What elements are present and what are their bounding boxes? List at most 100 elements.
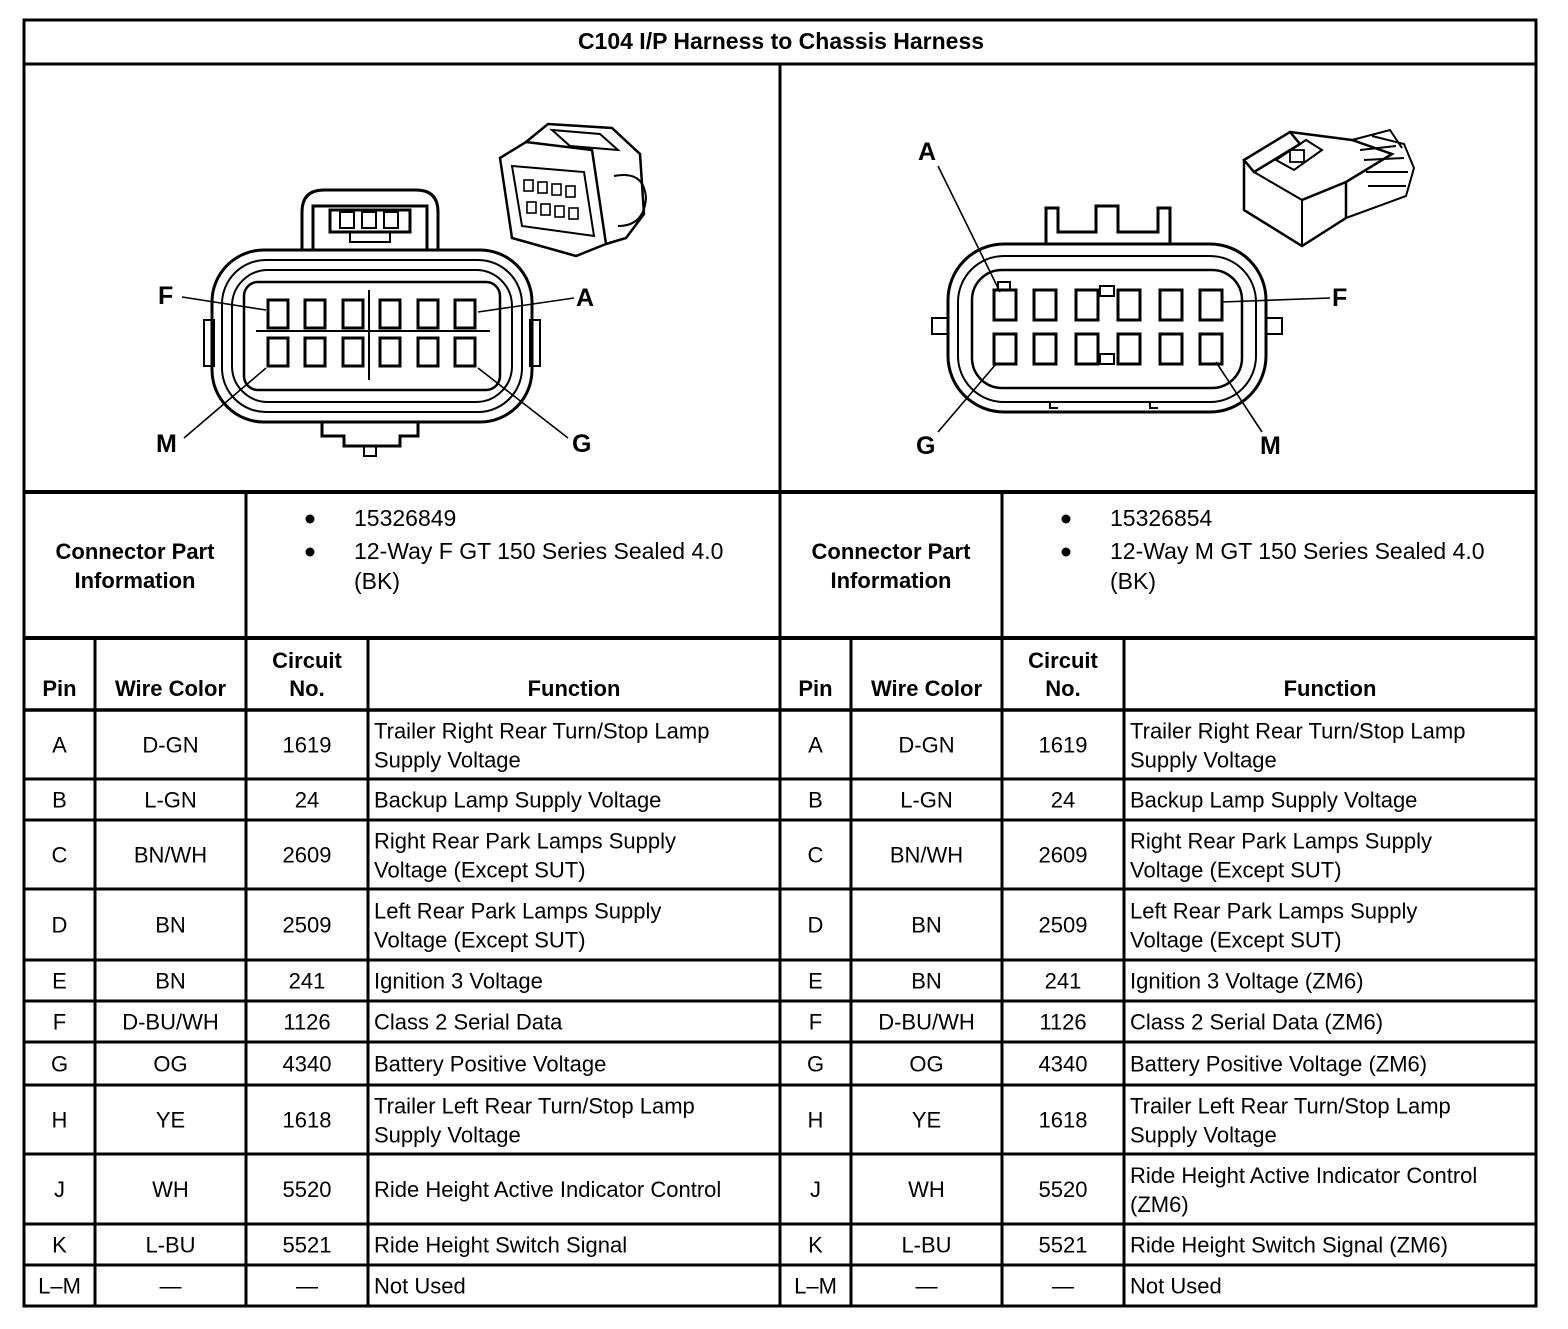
left-row-2-circuit: 2609: [283, 843, 332, 868]
left-row-7-pin: H: [52, 1108, 68, 1133]
right-connector-face: [931, 204, 1283, 414]
left-row-8-pin: J: [54, 1177, 65, 1202]
right-row-0-function-line2: Supply Voltage: [1130, 748, 1277, 773]
right-callout-bottom-left: G: [916, 432, 935, 460]
right-row-9-circuit: 5521: [1039, 1233, 1088, 1258]
left-row-8-function-line1: Ride Height Active Indicator Control: [374, 1177, 721, 1202]
right-row-5-pin: F: [809, 1010, 822, 1035]
left-pin-cavity-r1-c3: [341, 298, 365, 330]
left-row-5-pin: F: [53, 1010, 66, 1035]
right-row-3-function-line1: Left Rear Park Lamps Supply: [1130, 899, 1417, 924]
right-row-7-pin: H: [808, 1108, 824, 1133]
left-row-5-wire-color: D-BU/WH: [122, 1010, 219, 1035]
left-callout-lines: [181, 296, 575, 439]
right-row-2-function-line1: Right Rear Park Lamps Supply: [1130, 829, 1432, 854]
left-pin-cavity-r2-c2: [303, 336, 327, 368]
left-callout-bottom-left: M: [156, 430, 177, 458]
right-part-info-bullet-1: [1061, 514, 1071, 524]
right-pin-cavity-r2-c2: [1032, 332, 1058, 366]
right-row-6-function-line1: Battery Positive Voltage (ZM6): [1130, 1052, 1427, 1077]
left-row-1-function-line1: Backup Lamp Supply Voltage: [374, 788, 661, 813]
right-row-2-circuit: 2609: [1039, 843, 1088, 868]
right-row-9-function-line1: Ride Height Switch Signal (ZM6): [1130, 1233, 1448, 1258]
right-row-10-circuit: —: [1052, 1274, 1074, 1299]
left-row-2-function-line2: Voltage (Except SUT): [374, 858, 586, 883]
left-row-2-wire-color: BN/WH: [134, 843, 207, 868]
left-row-6-wire-color: OG: [153, 1052, 187, 1077]
left-pin-cavity-r1-c6: [453, 298, 477, 330]
right-pin-cavities: [992, 288, 1224, 366]
left-pin-cavity-r2-c6: [453, 336, 477, 368]
left-row-5-circuit: 1126: [283, 1010, 330, 1035]
left-row-7-wire-color: YE: [156, 1108, 185, 1133]
left-pin-cavity-r2-c3: [341, 336, 365, 368]
left-row-4-pin: E: [52, 969, 67, 994]
left-row-4-function-line1: Ignition 3 Voltage: [374, 969, 543, 994]
right-header-circuit-line2: No.: [1045, 676, 1080, 701]
right-row-7-wire-color: YE: [912, 1108, 941, 1133]
left-row-4-circuit: 241: [289, 969, 326, 994]
right-callout-top-left: A: [918, 138, 936, 166]
left-connector-iso-image: [498, 122, 648, 258]
right-row-5-function-line1: Class 2 Serial Data (ZM6): [1130, 1010, 1383, 1035]
right-pin-cavity-r2-c3: [1074, 332, 1100, 366]
right-row-10-wire-color: —: [916, 1274, 938, 1299]
right-header-pin: Pin: [798, 676, 832, 701]
left-callout-bottom-right: G: [572, 430, 591, 458]
left-pin-cavity-r1-c4: [378, 298, 402, 330]
right-header-circuit-line1: Circuit: [1028, 648, 1098, 673]
left-row-1-pin: B: [52, 788, 67, 813]
left-part-description: 12-Way F GT 150 Series Sealed 4.0: [354, 538, 723, 564]
left-part-info-bullet-1: [305, 514, 315, 524]
right-row-0-wire-color: D-GN: [898, 733, 954, 758]
right-connector-iso-image: [1242, 128, 1416, 248]
left-row-8-circuit: 5520: [283, 1177, 332, 1202]
right-row-10-function-line1: Not Used: [1130, 1274, 1222, 1299]
left-row-6-pin: G: [51, 1052, 68, 1077]
right-row-4-circuit: 241: [1045, 969, 1082, 994]
right-row-0-circuit: 1619: [1039, 733, 1088, 758]
right-row-6-wire-color: OG: [909, 1052, 943, 1077]
right-pin-cavity-r1-c5: [1158, 288, 1184, 322]
left-header-wire-color: Wire Color: [115, 676, 226, 701]
right-row-5-wire-color: D-BU/WH: [878, 1010, 975, 1035]
right-row-5-circuit: 1126: [1039, 1010, 1086, 1035]
right-pin-cavity-r2-c4: [1116, 332, 1142, 366]
right-callout-bottom-right: M: [1260, 432, 1281, 460]
left-row-3-wire-color: BN: [155, 913, 186, 938]
left-header-pin: Pin: [42, 676, 76, 701]
left-part-number: 15326849: [354, 505, 456, 531]
right-row-0-function-line1: Trailer Right Rear Turn/Stop Lamp: [1130, 719, 1465, 744]
left-row-9-circuit: 5521: [283, 1233, 332, 1258]
left-part-info-bullet-2: [305, 547, 315, 557]
right-part-info-bullet-2: [1061, 547, 1071, 557]
left-row-10-wire-color: —: [160, 1274, 182, 1299]
left-connector-face: [203, 188, 541, 457]
left-row-1-circuit: 24: [295, 788, 319, 813]
right-row-8-wire-color: WH: [908, 1177, 945, 1202]
left-row-7-circuit: 1618: [283, 1108, 332, 1133]
right-part-number: 15326854: [1110, 505, 1213, 531]
left-pin-cavity-r2-c1: [266, 336, 290, 368]
right-row-1-function-line1: Backup Lamp Supply Voltage: [1130, 788, 1417, 813]
left-row-0-function-line2: Supply Voltage: [374, 748, 521, 773]
right-row-4-function-line1: Ignition 3 Voltage (ZM6): [1130, 969, 1364, 994]
right-row-8-circuit: 5520: [1039, 1177, 1088, 1202]
right-row-2-function-line2: Voltage (Except SUT): [1130, 858, 1342, 883]
right-row-7-circuit: 1618: [1039, 1108, 1088, 1133]
right-callout-lines: [937, 165, 1331, 433]
right-pin-cavity-r1-c2: [1032, 288, 1058, 322]
right-part-color: (BK): [1110, 568, 1156, 594]
right-pin-cavity-r2-c5: [1158, 332, 1184, 366]
left-row-7-function-line2: Supply Voltage: [374, 1123, 521, 1148]
left-pin-cavity-r2-c4: [378, 336, 402, 368]
right-pin-cavity-r2-c1: [992, 332, 1018, 366]
right-row-4-wire-color: BN: [911, 969, 942, 994]
right-row-0-pin: A: [808, 733, 823, 758]
right-pin-cavity-r1-c3: [1074, 288, 1100, 322]
right-header-wire-color: Wire Color: [871, 676, 982, 701]
right-row-1-pin: B: [808, 788, 823, 813]
right-callout-top-right: F: [1332, 284, 1347, 312]
left-row-5-function-line1: Class 2 Serial Data: [374, 1010, 563, 1035]
